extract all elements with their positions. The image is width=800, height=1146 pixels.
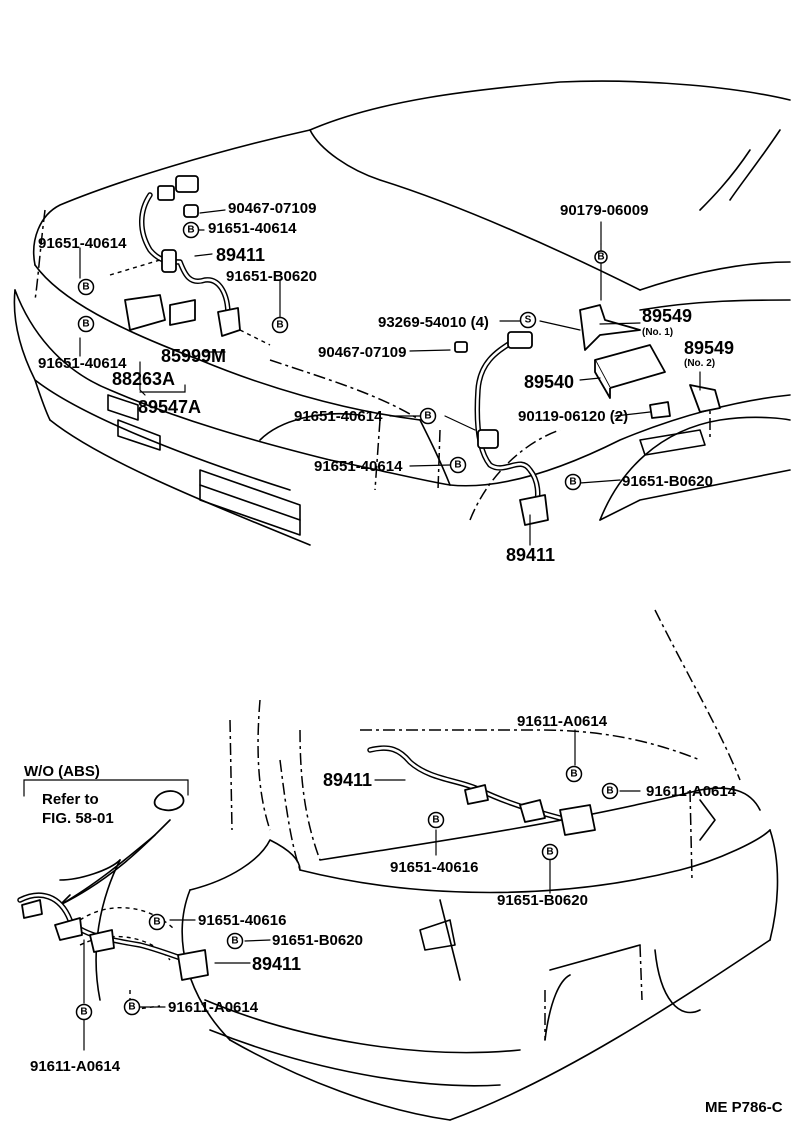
rear-vehicle-outline xyxy=(59,609,779,1121)
callout-label: 90467-07109 xyxy=(228,200,316,217)
callout-label: 85999M xyxy=(161,346,226,366)
bolt-badge: B xyxy=(75,1003,93,1021)
callout-label: 90119-06120 (2) xyxy=(518,408,628,425)
bolt-badge: B xyxy=(601,782,619,800)
bolt-badge: B xyxy=(77,278,95,296)
bolt-badge: B xyxy=(449,456,467,474)
callout-label: FIG. 58-01 xyxy=(42,810,114,827)
svg-text:B: B xyxy=(82,319,89,330)
callout-label: 91651-B0620 xyxy=(272,932,363,949)
callout-label: (No. 1) xyxy=(642,327,673,338)
svg-text:B: B xyxy=(153,917,160,928)
leader-lines xyxy=(79,209,701,1051)
bolt-badge: B xyxy=(564,473,582,491)
rear-sensor-harness xyxy=(17,745,596,1011)
svg-text:B: B xyxy=(454,460,461,471)
callout-label: 91651-40614 xyxy=(38,235,127,252)
callout-label: 89411 xyxy=(252,954,301,974)
callout-label: 90179-06009 xyxy=(560,202,648,219)
bolt-badge: B xyxy=(594,250,608,264)
svg-text:B: B xyxy=(231,936,238,947)
callout-label: 89549 xyxy=(642,306,692,326)
screw-badge: S xyxy=(519,311,537,329)
bolt-badge: B xyxy=(148,913,166,931)
bolt-badge: B xyxy=(182,221,200,239)
callout-label: 89411 xyxy=(506,545,555,565)
callout-label: 90467-07109 xyxy=(318,344,406,361)
callout-label: 89411 xyxy=(323,770,372,790)
callout-label: Refer to xyxy=(42,791,99,808)
callout-label: 91651-40616 xyxy=(198,912,286,929)
callout-label: 91651-B0620 xyxy=(226,268,317,285)
svg-text:B: B xyxy=(82,282,89,293)
svg-text:S: S xyxy=(525,315,532,326)
callout-labels: 90467-07109 91651-40614 91651-40614 8941… xyxy=(24,200,737,1075)
fastener-badges: B B B B B S B B B B B B B B B B B xyxy=(75,221,619,1021)
svg-text:B: B xyxy=(432,815,439,826)
svg-text:B: B xyxy=(606,786,613,797)
callout-label: 89549 xyxy=(684,338,734,358)
bolt-badge: B xyxy=(565,765,583,783)
callout-label: 88263A xyxy=(112,369,175,389)
svg-text:B: B xyxy=(597,252,604,263)
bolt-badge: B xyxy=(123,998,141,1016)
callout-label: 93269-54010 (4) xyxy=(378,314,489,331)
svg-text:B: B xyxy=(424,411,431,422)
bolt-badge: B xyxy=(271,316,289,334)
figure-code: ME P786-C xyxy=(705,1099,783,1116)
front-right-sensor-harness xyxy=(454,243,721,526)
callout-label: 91611-A0614 xyxy=(646,783,737,800)
callout-label: 91651-40614 xyxy=(38,355,127,372)
callout-label: 91651-40614 xyxy=(314,458,403,475)
callout-label: 91611-A0614 xyxy=(30,1058,121,1075)
bolt-badge: B xyxy=(427,811,445,829)
svg-text:B: B xyxy=(569,477,576,488)
bolt-badge: B xyxy=(77,315,95,333)
bolt-badge: B xyxy=(541,843,559,861)
callout-label: 89547A xyxy=(138,397,201,417)
callout-label: 91651-40614 xyxy=(294,408,383,425)
svg-text:B: B xyxy=(570,769,577,780)
callout-label: 91651-40614 xyxy=(208,220,297,237)
callout-label: (No. 2) xyxy=(684,358,715,369)
front-left-sensor-harness xyxy=(109,175,271,346)
callout-label: 91651-40616 xyxy=(390,859,478,876)
callout-label: 91611-A0614 xyxy=(517,713,608,730)
svg-text:B: B xyxy=(128,1002,135,1013)
w-o-abs-reference-group xyxy=(23,779,189,906)
svg-text:B: B xyxy=(80,1007,87,1018)
bolt-badge: B xyxy=(419,407,437,425)
callout-label: 89540 xyxy=(524,372,574,392)
callout-label: W/O (ABS) xyxy=(24,763,100,780)
svg-text:B: B xyxy=(546,847,553,858)
svg-text:B: B xyxy=(187,225,194,236)
svg-text:B: B xyxy=(276,320,283,331)
bolt-badge: B xyxy=(226,932,244,950)
callout-label: 91611-A0614 xyxy=(168,999,259,1016)
callout-label: 89411 xyxy=(216,245,265,265)
front-vehicle-outline xyxy=(13,80,791,546)
callout-label: 91651-B0620 xyxy=(497,892,588,909)
callout-label: 91651-B0620 xyxy=(622,473,713,490)
